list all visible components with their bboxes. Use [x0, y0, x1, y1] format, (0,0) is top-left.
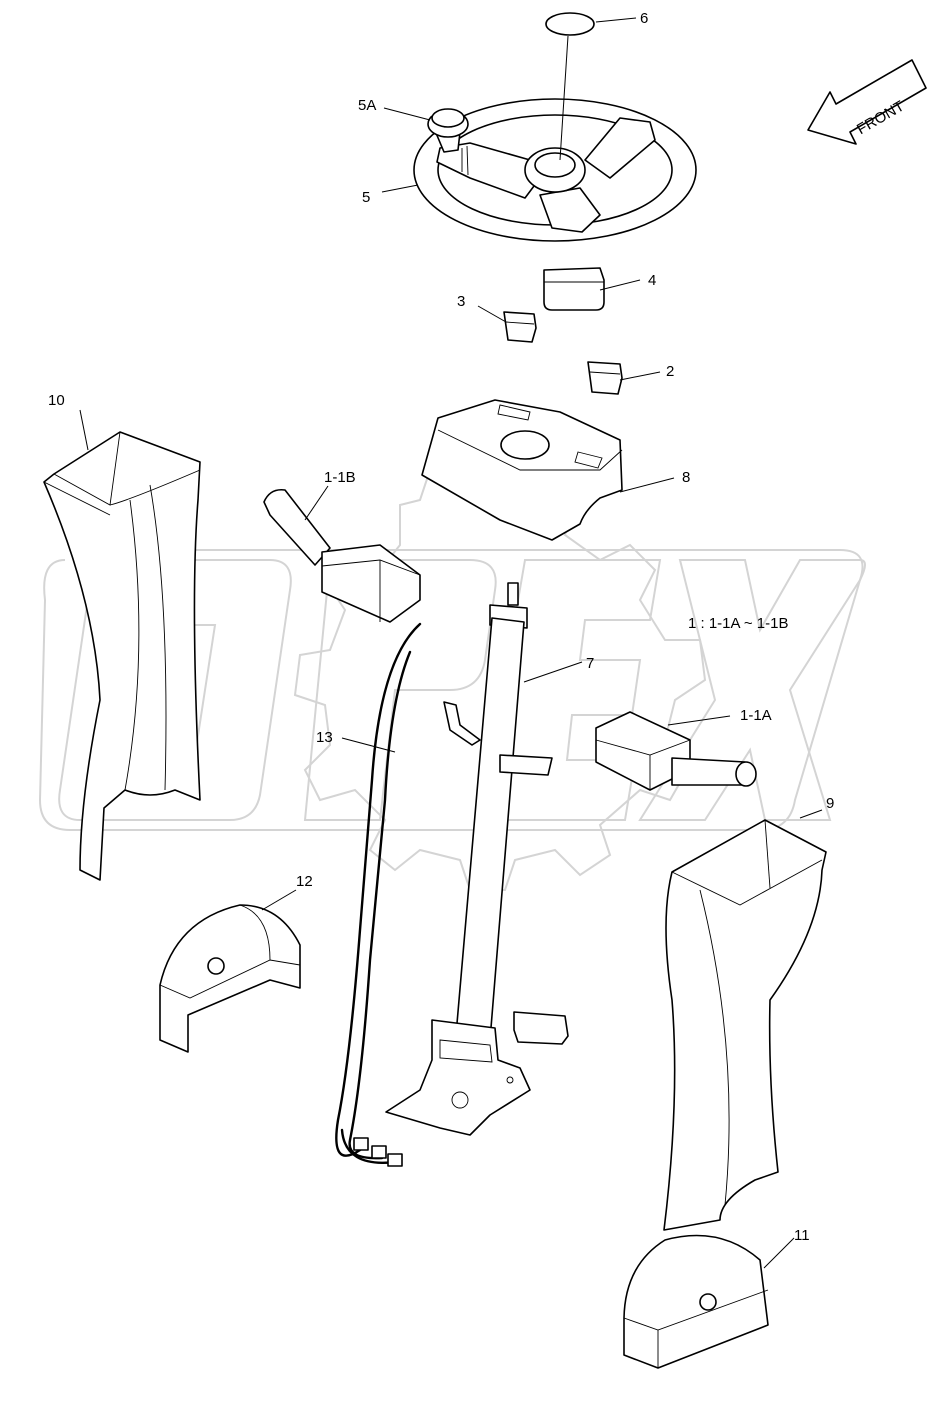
cover-part-11 [623, 1234, 769, 1369]
cap-part-4 [543, 267, 605, 311]
cover-part-12 [159, 904, 301, 1053]
front-direction-arrow: FRONT [807, 59, 927, 145]
label-part-9: 9 [826, 795, 834, 812]
cover-12-boss [207, 957, 225, 975]
cover-11-boss [699, 1293, 717, 1311]
steering-spoke-bottom [539, 187, 601, 233]
label-part-6: 6 [640, 10, 648, 27]
switch-part-2 [587, 361, 623, 395]
label-part-8: 8 [682, 469, 690, 486]
label-part-1-1B: 1-1B [324, 469, 356, 486]
column-bracket [443, 701, 481, 746]
wire-connector-2 [371, 1145, 387, 1159]
label-part-2: 2 [666, 363, 674, 380]
steering-column [385, 582, 569, 1136]
side-panel-right [663, 819, 827, 1231]
label-part-11: 11 [794, 1227, 810, 1244]
steering-wheel [413, 98, 697, 242]
label-part-3: 3 [457, 293, 465, 310]
wire-connector-1 [353, 1137, 369, 1151]
part-labels: 6 5A 5 4 3 2 8 10 1-1B 1 : 1-1A ~ 1-1B 7… [48, 10, 834, 1244]
column-base-plate [385, 1019, 531, 1136]
label-part-7: 7 [586, 655, 594, 672]
wire-harness [335, 622, 422, 1167]
label-part-1-1A: 1-1A [740, 707, 772, 724]
steering-spoke-left [436, 142, 541, 199]
label-part-5: 5 [362, 189, 370, 206]
watermark-letter-p [303, 559, 497, 821]
lever-1-1B [263, 488, 421, 623]
side-panel-left [43, 431, 201, 881]
column-cover-upper [421, 399, 623, 541]
label-part-5A: 5A [358, 97, 376, 114]
front-arrow-icon [807, 59, 927, 145]
label-part-12: 12 [296, 873, 313, 890]
label-part-10: 10 [48, 392, 65, 409]
cover-column-hole [500, 430, 550, 460]
steering-spoke-right [584, 117, 656, 179]
leader-lines [79, 17, 823, 1269]
lever-1-1A [595, 711, 757, 791]
switch-part-3 [503, 311, 537, 343]
label-part-4: 4 [648, 272, 656, 289]
horn-cap [545, 12, 595, 36]
label-part-13: 13 [316, 729, 333, 746]
wire-connector-3 [387, 1153, 403, 1167]
spinner-knob [427, 108, 469, 153]
label-note: 1 : 1-1A ~ 1-1B [688, 615, 788, 632]
column-pad [513, 1011, 569, 1045]
